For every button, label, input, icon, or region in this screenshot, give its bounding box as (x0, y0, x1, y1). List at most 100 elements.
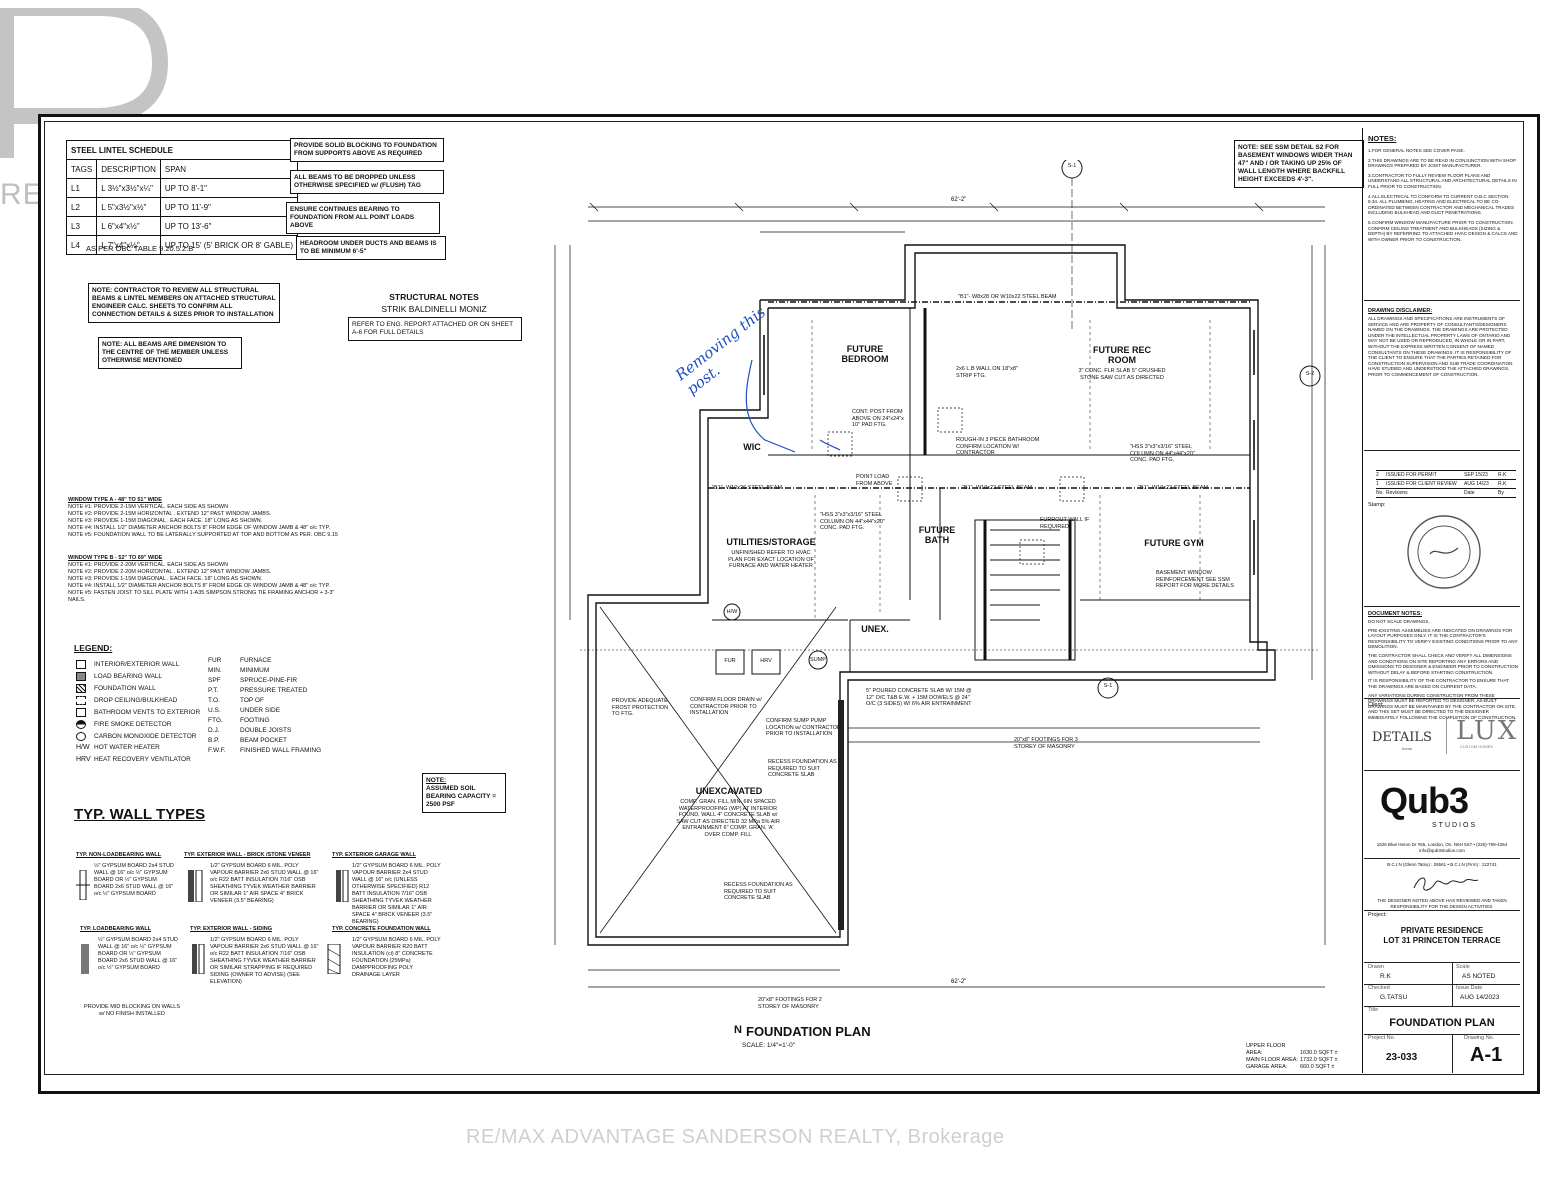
wall-type: TYP. EXTERIOR WALL - SIDING 1/2" GYPSUM … (190, 926, 319, 985)
window-note: NOTE #2: PROVIDE 2-20M HORIZONTAL . EXTE… (68, 569, 272, 575)
garage-wall-section-icon (336, 870, 349, 902)
lintel-cell: L2 (65, 197, 98, 217)
plan-title: FOUNDATION PLAN (746, 1024, 871, 1039)
legend-item: FIRE SMOKE DETECTOR (76, 720, 172, 729)
recess-note: RECESS FOUNDATION AS REQUIRED TO SUIT CO… (768, 759, 837, 778)
legend-item: CARBON MONOXIDE DETECTOR (76, 732, 196, 741)
floor-drain-note: CONFIRM FLOOR DRAIN w/ CONTRACTOR PRIOR … (690, 697, 762, 716)
bcin: B.C.I.N (Glenn Tatsu) : 26561 • B.C.I.N … (1387, 862, 1497, 867)
disclaimer-title: DRAWING DISCLAIMER: (1368, 308, 1433, 314)
section-tag: S-1 (1067, 163, 1077, 169)
slab-note: 5" POURED CONCRETE SLAB W/ 15M @ 12" O/C… (866, 688, 972, 707)
wall-type: TYP. LOADBEARING WALL ½" GYPSUM BOARD 2x… (80, 926, 178, 971)
legend-item: DROP CEILING/BULKHEAD (76, 696, 177, 705)
project-name: PRIVATE RESIDENCE (1400, 926, 1484, 935)
unexcavated-note: COMP. GRAN. FILL MIN. 6IN SPACED WATERPR… (676, 799, 780, 838)
steel-lintel-schedule: STEEL LINTEL SCHEDULE TAGS DESCRIPTION S… (65, 140, 299, 255)
scale-value: AS NOTED (1462, 973, 1496, 980)
project-no: 23-033 (1386, 1052, 1418, 1063)
point-load-note: POINT LOAD FROM ABOVE (856, 474, 893, 487)
bearing-note: ENSURE CONTINUES BEARING TO FOUNDATION F… (286, 202, 440, 234)
scale-label: Scale (1456, 964, 1470, 970)
company-logo-sub: STUDIOS (1432, 822, 1478, 829)
legend-item: BATHROOM VENTS TO EXTERIOR (76, 708, 200, 717)
divider (1364, 984, 1520, 985)
hot-water-label: H/W (726, 609, 738, 615)
window-note: NOTE #3: PROVIDE 1-15M DIAGONAL . EACH F… (68, 518, 263, 524)
section-tag: S-1 (1103, 683, 1113, 689)
vent-icon (76, 708, 86, 717)
issue-date-label: Issue Date (1456, 985, 1483, 991)
furrout-note: FURROUT WALL IF REQUIRED (1040, 517, 1090, 530)
stamp-label: Stamp: (1368, 502, 1386, 508)
room-gym: FUTURE GYM (1144, 538, 1204, 548)
lintel-footnote: AS PER OBC TABLE 9.20.5.2.B (86, 244, 194, 253)
drawing-sheet (38, 114, 1540, 1094)
utilities-note: UNFINISHED REFER TO HVAC PLAN FOR EXACT … (728, 550, 814, 569)
legend-item: LOAD BEARING WALL (76, 672, 162, 681)
structural-notes-title: STRUCTURAL NOTES (389, 292, 479, 302)
beams-dropped-note: ALL BEAMS TO BE DROPPED UNLESS OTHERWISE… (290, 170, 444, 194)
room-rec: FUTURE REC ROOM (1093, 345, 1151, 365)
swatch-icon (76, 684, 86, 693)
legend-title: LEGEND: (74, 643, 113, 653)
notes-title: NOTES: (1368, 134, 1397, 143)
soil-note: NOTE: ASSUMED SOIL BEARING CAPACITY = 25… (422, 773, 506, 813)
divider (1364, 606, 1520, 607)
floor-areas: UPPER FLOOR AREA:1630.0 SQFT ± MAIN FLOO… (1246, 1043, 1338, 1070)
client-logo-details-sub: home (1402, 746, 1413, 751)
divider-vertical (1452, 1034, 1453, 1073)
project-no-label: Project No. (1368, 1035, 1396, 1041)
window-reinforcement-note: BASEMENT WINDOW REINFORCEMENT SEE SSM RE… (1156, 570, 1234, 589)
window-note: NOTE #4: INSTALL 1/2" DIAMETER ANCHOR BO… (68, 583, 330, 589)
drawing-no: A-1 (1470, 1044, 1503, 1066)
beam-label: "B1"- W8x28 OR W10x22 STEEL BEAM (958, 294, 1057, 300)
swatch-icon (76, 660, 86, 669)
window-note: NOTE #5: FOUNDATION WALL TO BE LATERALLY… (68, 532, 338, 538)
lintel-cell: L 3½"x3½"x¼" (96, 178, 161, 198)
lintel-cell: UP TO 8'-1" (159, 178, 299, 198)
doc-notes-title: DOCUMENT NOTES: (1368, 611, 1423, 617)
window-note: NOTE #1: PROVIDE 2-15M VERTICAL. EACH SI… (68, 504, 229, 510)
window-note: NOTE #3: PROVIDE 1-15M DIAGONAL . EACH F… (68, 576, 263, 582)
lintel-cell: L3 (65, 216, 98, 236)
footing-masonry-note: 20"x8" FOOTINGS FOR 3 STOREY OF MASONRY (1014, 737, 1078, 750)
window-note: NOTE #5: FASTEN JOIST TO SILL PLATE WITH… (68, 590, 335, 603)
divider (1364, 962, 1520, 963)
divider (1364, 1006, 1520, 1007)
title-label: Title (1368, 1007, 1379, 1013)
project-label: Project: (1368, 912, 1387, 918)
window-type-a: WINDOW TYPE A - 48" TO 51" WIDE NOTE #1:… (68, 497, 338, 539)
divider (1364, 858, 1520, 859)
ssm-window-note: NOTE: SEE SSM DETAIL S2 FOR BASEMENT WIN… (1234, 140, 1364, 188)
project-address: LOT 31 PRINCETON TERRACE (1383, 936, 1501, 945)
window-type-b: WINDOW TYPE B - 52" TO 69" WIDE NOTE #1:… (68, 555, 338, 604)
structural-firm: STRIK BALDINELLI MONIZ (381, 304, 487, 314)
co-detector-icon (76, 732, 86, 741)
siding-wall-section-icon (192, 944, 205, 974)
contractor-note: NOTE: CONTRACTOR TO REVIEW ALL STRUCTURA… (88, 283, 280, 323)
structural-note-box: REFER TO ENG. REPORT ATTACHED OR ON SHEE… (348, 317, 522, 341)
sheet-title: FOUNDATION PLAN (1389, 1017, 1495, 1029)
divider (1364, 698, 1520, 699)
designer-signature (1413, 877, 1479, 891)
doc-notes: DO NOT SCALE DRAWINGS. PRE-EXISTING ASSE… (1368, 619, 1518, 720)
wall-section-icon (76, 870, 90, 900)
brick-wall-section-icon (188, 870, 203, 902)
lintel-title: STEEL LINTEL SCHEDULE (65, 140, 299, 160)
overall-dimension: 62'-2" (951, 197, 966, 203)
drawn-label: Drawn (1368, 964, 1384, 970)
room-unex: UNEX. (861, 624, 889, 634)
checked-label: Checked (1368, 985, 1390, 991)
plan-north-letter: N (734, 1024, 742, 1036)
title-notes: 1.FOR GENERAL NOTES SEE COVER PAGE. 2.TH… (1368, 148, 1518, 242)
lintel-cell: L4 (65, 235, 98, 255)
client-logo-divider (1446, 716, 1507, 754)
sump-note: CONFIRM SUMP PUMP LOCATION w/ CONTRACTOR… (766, 718, 841, 737)
footing-masonry-note-2: 20"x8" FOOTINGS FOR 2 STOREY OF MASONRY (758, 997, 822, 1010)
window-note: NOTE #2: PROVIDE 2-15M HORIZONTAL . EXTE… (68, 511, 272, 517)
footer-watermark: RE/MAX ADVANTAGE SANDERSON REALTY, Broke… (466, 1126, 1005, 1148)
